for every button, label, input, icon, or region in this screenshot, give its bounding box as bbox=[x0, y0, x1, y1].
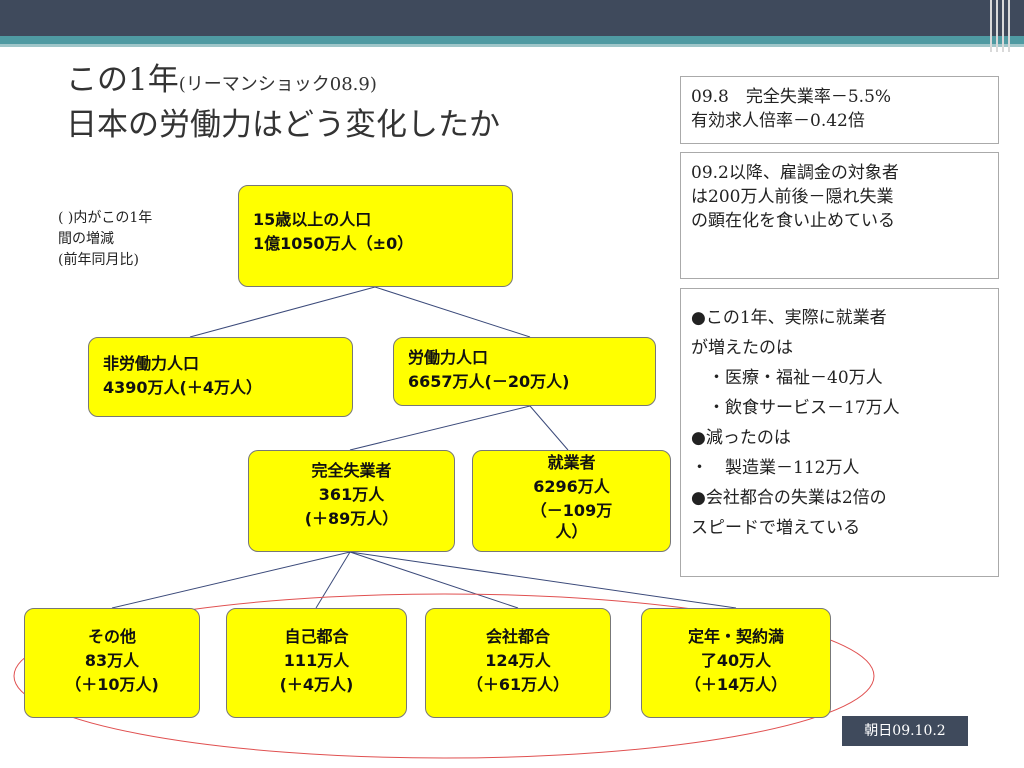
node-voluntary: 自己都合 111万人 (＋4万人) bbox=[226, 608, 407, 718]
node-company-reasons: 会社都合 124万人 （＋61万人） bbox=[425, 608, 611, 718]
connector-population-nonlabor bbox=[189, 286, 376, 338]
change-note: ( )内がこの1年 間の増減 (前年同月比) bbox=[58, 210, 153, 268]
header-bar bbox=[0, 0, 1024, 36]
header-accent-thin-stripe bbox=[0, 44, 1024, 47]
highlight-ellipse bbox=[13, 593, 875, 759]
connector-unemployed-company bbox=[349, 551, 519, 609]
info-box-subsidy: 09.2以降、雇調金の対象者 は200万人前後－隠れ失業 の顕在化を食い止めてい… bbox=[680, 152, 999, 279]
info-box-changes: ●この1年、実際に就業者 が増えたのは ・医療・福祉－40万人 ・飲食サービス－… bbox=[680, 288, 999, 577]
decorative-vertical-lines bbox=[990, 0, 1016, 52]
node-population: 15歳以上の人口 1億1050万人（±0） bbox=[238, 185, 513, 287]
connector-population-labor bbox=[374, 286, 531, 338]
source-label: 朝日09.10.2 bbox=[842, 716, 968, 746]
node-other: その他 83万人 （＋10万人) bbox=[24, 608, 200, 718]
connector-unemployed-voluntary bbox=[315, 551, 351, 609]
connector-labor-unemployed bbox=[349, 405, 531, 451]
connector-unemployed-other bbox=[111, 551, 351, 609]
node-non-labor-force: 非労働力人口 4390万人(＋4万人） bbox=[88, 337, 353, 417]
info-box-unemployment: 09.8 完全失業率－5.5% 有効求人倍率－0.42倍 bbox=[680, 76, 999, 144]
connector-unemployed-retirement bbox=[349, 551, 737, 609]
slide-title: この1年(リーマンショック08.9) 日本の労働力はどう変化したか bbox=[66, 60, 500, 145]
header-accent-stripe bbox=[0, 36, 1024, 44]
connector-labor-employed bbox=[529, 405, 569, 451]
node-labor-force: 労働力人口 6657万人(－20万人) bbox=[393, 337, 656, 406]
node-retirement-contract-end: 定年・契約満 了40万人 （＋14万人） bbox=[641, 608, 831, 718]
node-unemployed: 完全失業者 361万人 (＋89万人） bbox=[248, 450, 455, 552]
node-employed: 就業者 6296万人 （－109万 人） bbox=[472, 450, 671, 552]
title-line-2: 日本の労働力はどう変化したか bbox=[66, 107, 500, 143]
title-line-1: この1年(リーマンショック08.9) bbox=[66, 62, 377, 98]
